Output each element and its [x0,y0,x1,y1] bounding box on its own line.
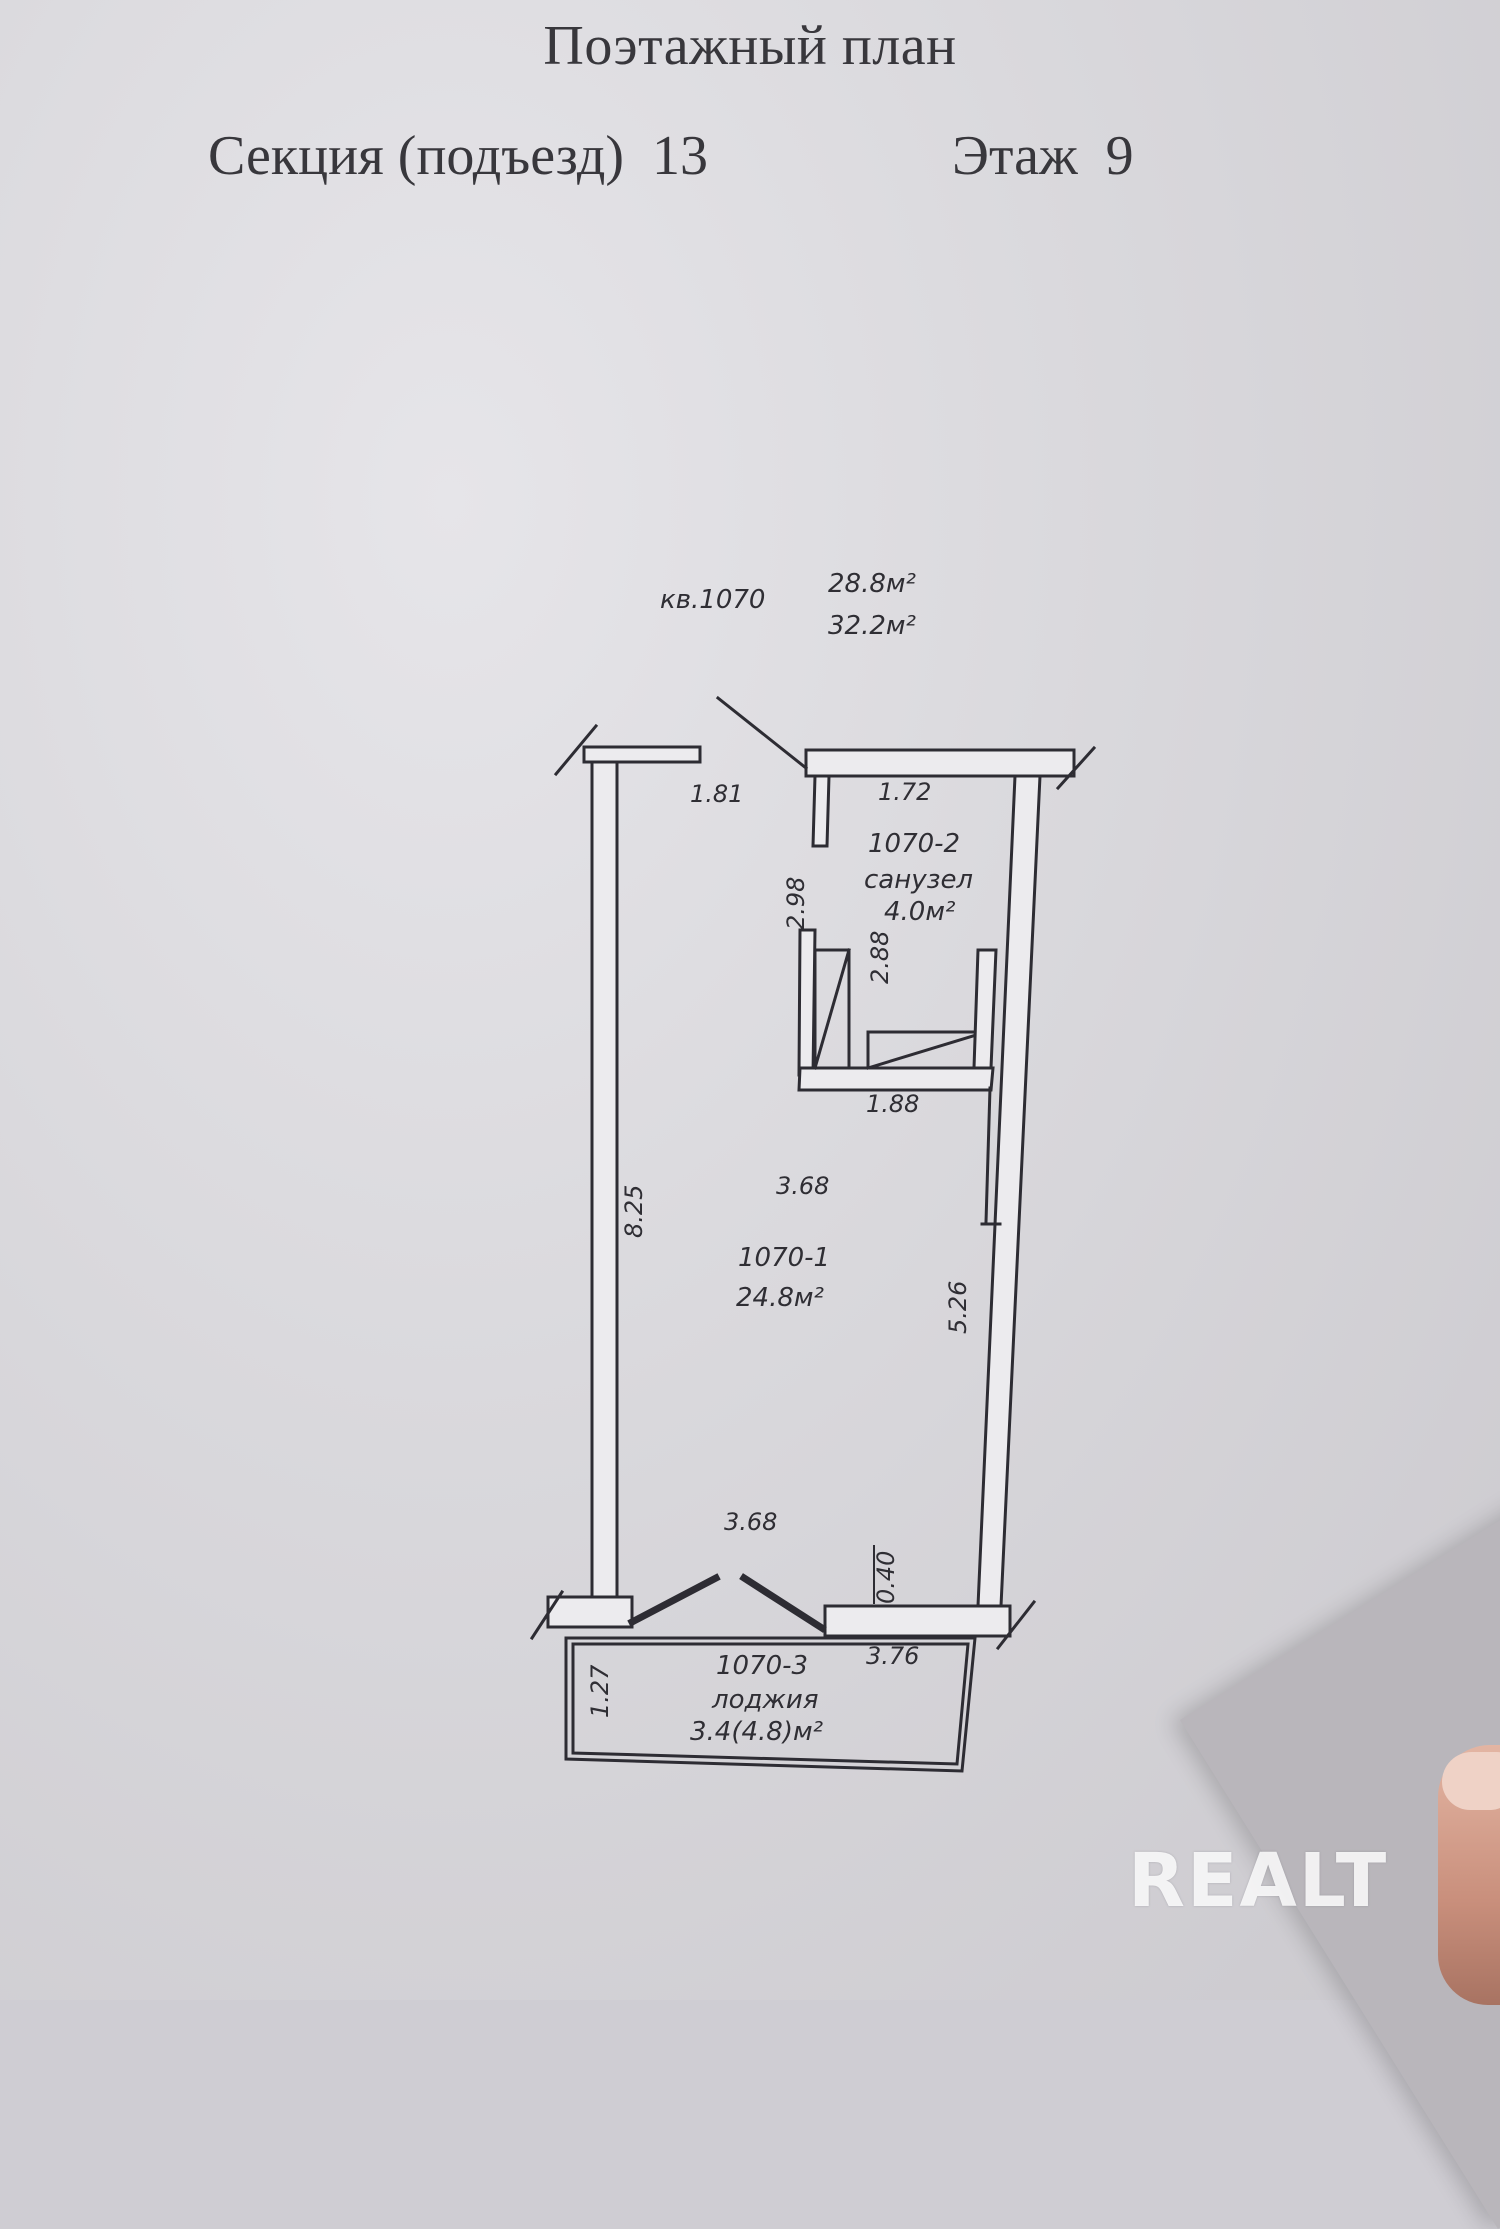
bottom-right-wall [823,1604,1012,1638]
balcony-door-left [627,1573,721,1627]
balcony-door-right [739,1573,827,1633]
fingernail [1442,1752,1500,1810]
dim-hall-width: 1.81 [690,780,743,808]
loggia-id: 1070-3 [716,1651,808,1681]
main-room-area: 24.8м² [736,1283,824,1313]
dim-room-width-bottom: 3.68 [724,1508,777,1536]
bottom-right-break [995,1599,1037,1651]
bottom-left-break [529,1589,565,1641]
apartment-living-area: 28.8м² [828,569,916,599]
bath-upper-partition [811,774,831,848]
bath-left-partition [797,928,817,1077]
bath-bottom-partition [797,1066,995,1092]
floor-label: Этаж 9 [952,125,1134,187]
window-mark [984,1086,992,1224]
main-room-id: 1070-1 [738,1243,830,1273]
document-title: Поэтажный план [543,15,957,77]
bath-window [972,948,998,1070]
dim-bath-inner-height: 2.88 [866,931,894,984]
dim-total-length: 8.25 [620,1185,648,1238]
paper-background [0,0,1500,2000]
loggia-area: 3.4(4.8)м² [690,1717,823,1747]
floor-plan-drawing: кв.1070 28.8м² 32.2м² 1070-2 санузел 4.0… [529,569,1097,1773]
section-label: Секция (подъезд) 13 [208,125,709,187]
dim-bath-top: 1.72 [878,778,931,806]
apartment-label: кв.1070 [660,585,765,615]
loggia-name: лоджия [711,1685,818,1715]
dim-bath-outer-height: 2.98 [782,877,810,930]
bath-fixture-left [813,948,851,1070]
dim-room-length: 5.26 [944,1281,972,1334]
bottom-left-wall [546,1595,634,1629]
left-top-break [553,723,599,777]
dim-room-width-mid: 3.68 [776,1172,829,1200]
dim-loggia-depth: 1.27 [586,1664,614,1718]
loggia-inner [571,1642,970,1766]
apartment-total-area: 32.2м² [828,611,916,641]
bath-room-name: санузел [864,865,973,895]
top-right-break [1055,745,1097,791]
dim-door-offset: 0.40 [872,1551,900,1604]
bath-room-id: 1070-2 [868,829,960,859]
left-wall [590,758,619,1599]
left-top-wall [582,745,702,764]
entry-door [715,695,809,771]
watermark-logo: REALT [1128,1838,1389,1924]
dim-loggia-width: 3.76 [866,1642,919,1670]
dim-bath-bottom: 1.88 [866,1090,919,1118]
top-wall [804,748,1076,778]
loggia-outline [564,1636,977,1773]
bath-room-area: 4.0м² [884,897,955,927]
